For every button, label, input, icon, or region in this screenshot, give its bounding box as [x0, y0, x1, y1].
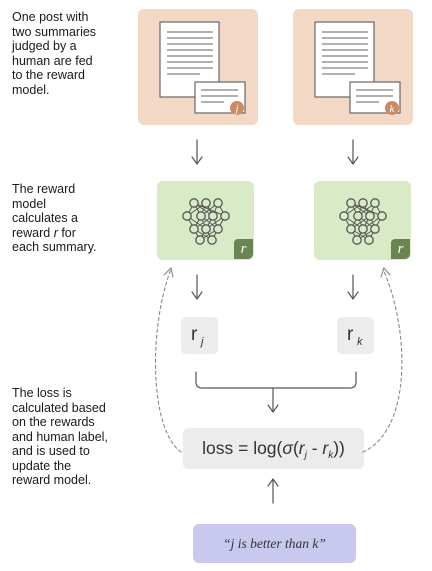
human-label-box: “j is better than k”	[193, 524, 356, 563]
step-2-caption-b: for each summary.	[12, 225, 97, 255]
reward-j-subscript: j	[201, 336, 204, 348]
reward-k-box: r k	[337, 317, 374, 354]
arrow-model-to-reward-left	[191, 274, 203, 301]
loss-prefix: loss = log(	[202, 438, 283, 458]
reward-model-badge: r	[391, 239, 410, 259]
loss-r-k: r	[322, 438, 329, 458]
neural-network-icon	[182, 198, 230, 245]
summary-card-k: k	[293, 9, 413, 125]
loss-suffix: ))	[333, 438, 345, 458]
arrow-label-to-loss	[267, 477, 279, 504]
reward-j-box: r j	[181, 317, 218, 354]
reward-j-symbol: r	[191, 324, 198, 345]
reward-model-badge: r	[234, 239, 253, 259]
loss-r-k-subscript: k	[328, 450, 334, 461]
step-3-caption: The loss is calculated based on the rewa…	[12, 386, 108, 487]
reward-k-subscript: k	[357, 336, 363, 348]
loss-formula-box: loss = log(σ(rj - rk))	[183, 428, 364, 469]
loss-sigma: σ	[282, 438, 293, 458]
update-loop-left	[154, 268, 182, 453]
summary-badge-j: j	[233, 103, 238, 115]
update-loop-right	[362, 268, 403, 453]
loss-open-paren: (	[292, 438, 299, 458]
loss-r-j-subscript: j	[304, 450, 307, 461]
summary-card-j: j	[138, 9, 258, 125]
step-2-caption-r: r	[53, 225, 58, 240]
step-2-caption-a: The reward model calculates a reward	[12, 182, 79, 240]
document-icon: k	[314, 21, 401, 115]
loss-minus: -	[306, 438, 323, 458]
document-icon: j	[159, 21, 246, 115]
update-loop-right-head	[380, 266, 391, 278]
arrow-model-to-reward-right	[347, 274, 359, 301]
reward-model-card-left: r	[157, 181, 254, 260]
arrow-merge-to-loss	[267, 387, 279, 414]
summary-badge-k: k	[390, 103, 396, 115]
step-2-caption: The reward model calculates a reward r f…	[12, 182, 132, 255]
neural-network-icon	[339, 198, 387, 245]
loss-r-j: r	[298, 438, 305, 458]
arrow-doc-to-model-right	[347, 139, 359, 166]
arrow-doc-to-model-left	[191, 139, 203, 166]
merge-bracket	[195, 371, 357, 389]
reward-k-symbol: r	[347, 324, 354, 345]
step-1-caption: One post with two summaries judged by a …	[12, 10, 97, 97]
reward-model-card-right: r	[314, 181, 411, 260]
update-loop-left-head	[163, 266, 174, 278]
